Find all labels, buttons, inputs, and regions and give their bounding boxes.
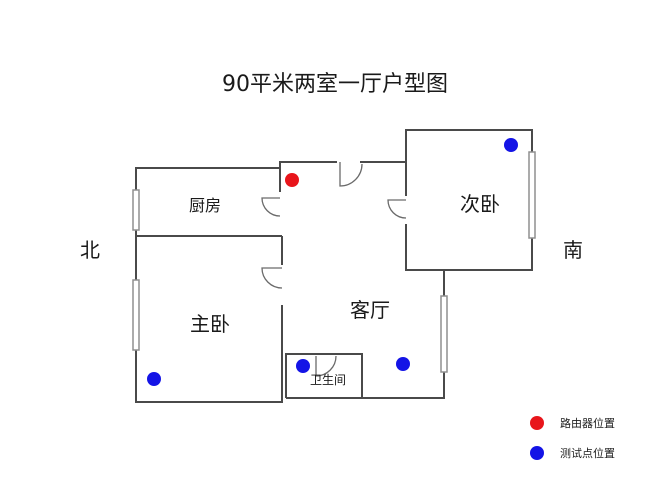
direction-south: 南 <box>563 238 583 262</box>
test-point-second-bedroom <box>504 138 518 152</box>
legend-router-dot <box>530 416 544 430</box>
window-kitchen <box>132 189 140 231</box>
door-bathroom <box>315 355 337 377</box>
doors <box>261 162 407 377</box>
legend-router-label: 路由器位置 <box>560 417 615 430</box>
room-label-second-bedroom: 次卧 <box>460 192 500 216</box>
router-marker <box>285 173 299 187</box>
door-master-bedroom <box>261 267 283 289</box>
door-second-bedroom <box>387 199 407 219</box>
door-entrance <box>339 162 363 187</box>
door-kitchen <box>261 197 281 217</box>
wall-bathroom <box>285 353 363 399</box>
window-second-bedroom <box>528 151 536 239</box>
room-label-bathroom: 卫生间 <box>309 373 346 387</box>
room-label-kitchen: 厨房 <box>188 196 221 215</box>
test-point-bathroom <box>296 359 310 373</box>
legend-test-point-label: 测试点位置 <box>560 447 615 460</box>
room-label-master-bedroom: 主卧 <box>190 312 230 336</box>
plan-title: 90平米两室一厅户型图 <box>222 72 448 97</box>
room-label-living-room: 客厅 <box>350 298 390 322</box>
direction-north: 北 <box>80 238 100 262</box>
wall-living-right <box>362 270 445 399</box>
test-point-living-room <box>396 357 410 371</box>
window-living-room <box>440 295 448 373</box>
wall-corridor-top <box>279 161 337 168</box>
windows <box>132 151 536 373</box>
legend-test-point-dot <box>530 446 544 460</box>
test-point-master-bedroom <box>147 372 161 386</box>
window-master-bedroom <box>132 279 140 351</box>
markers <box>147 138 518 386</box>
walls <box>135 129 533 403</box>
